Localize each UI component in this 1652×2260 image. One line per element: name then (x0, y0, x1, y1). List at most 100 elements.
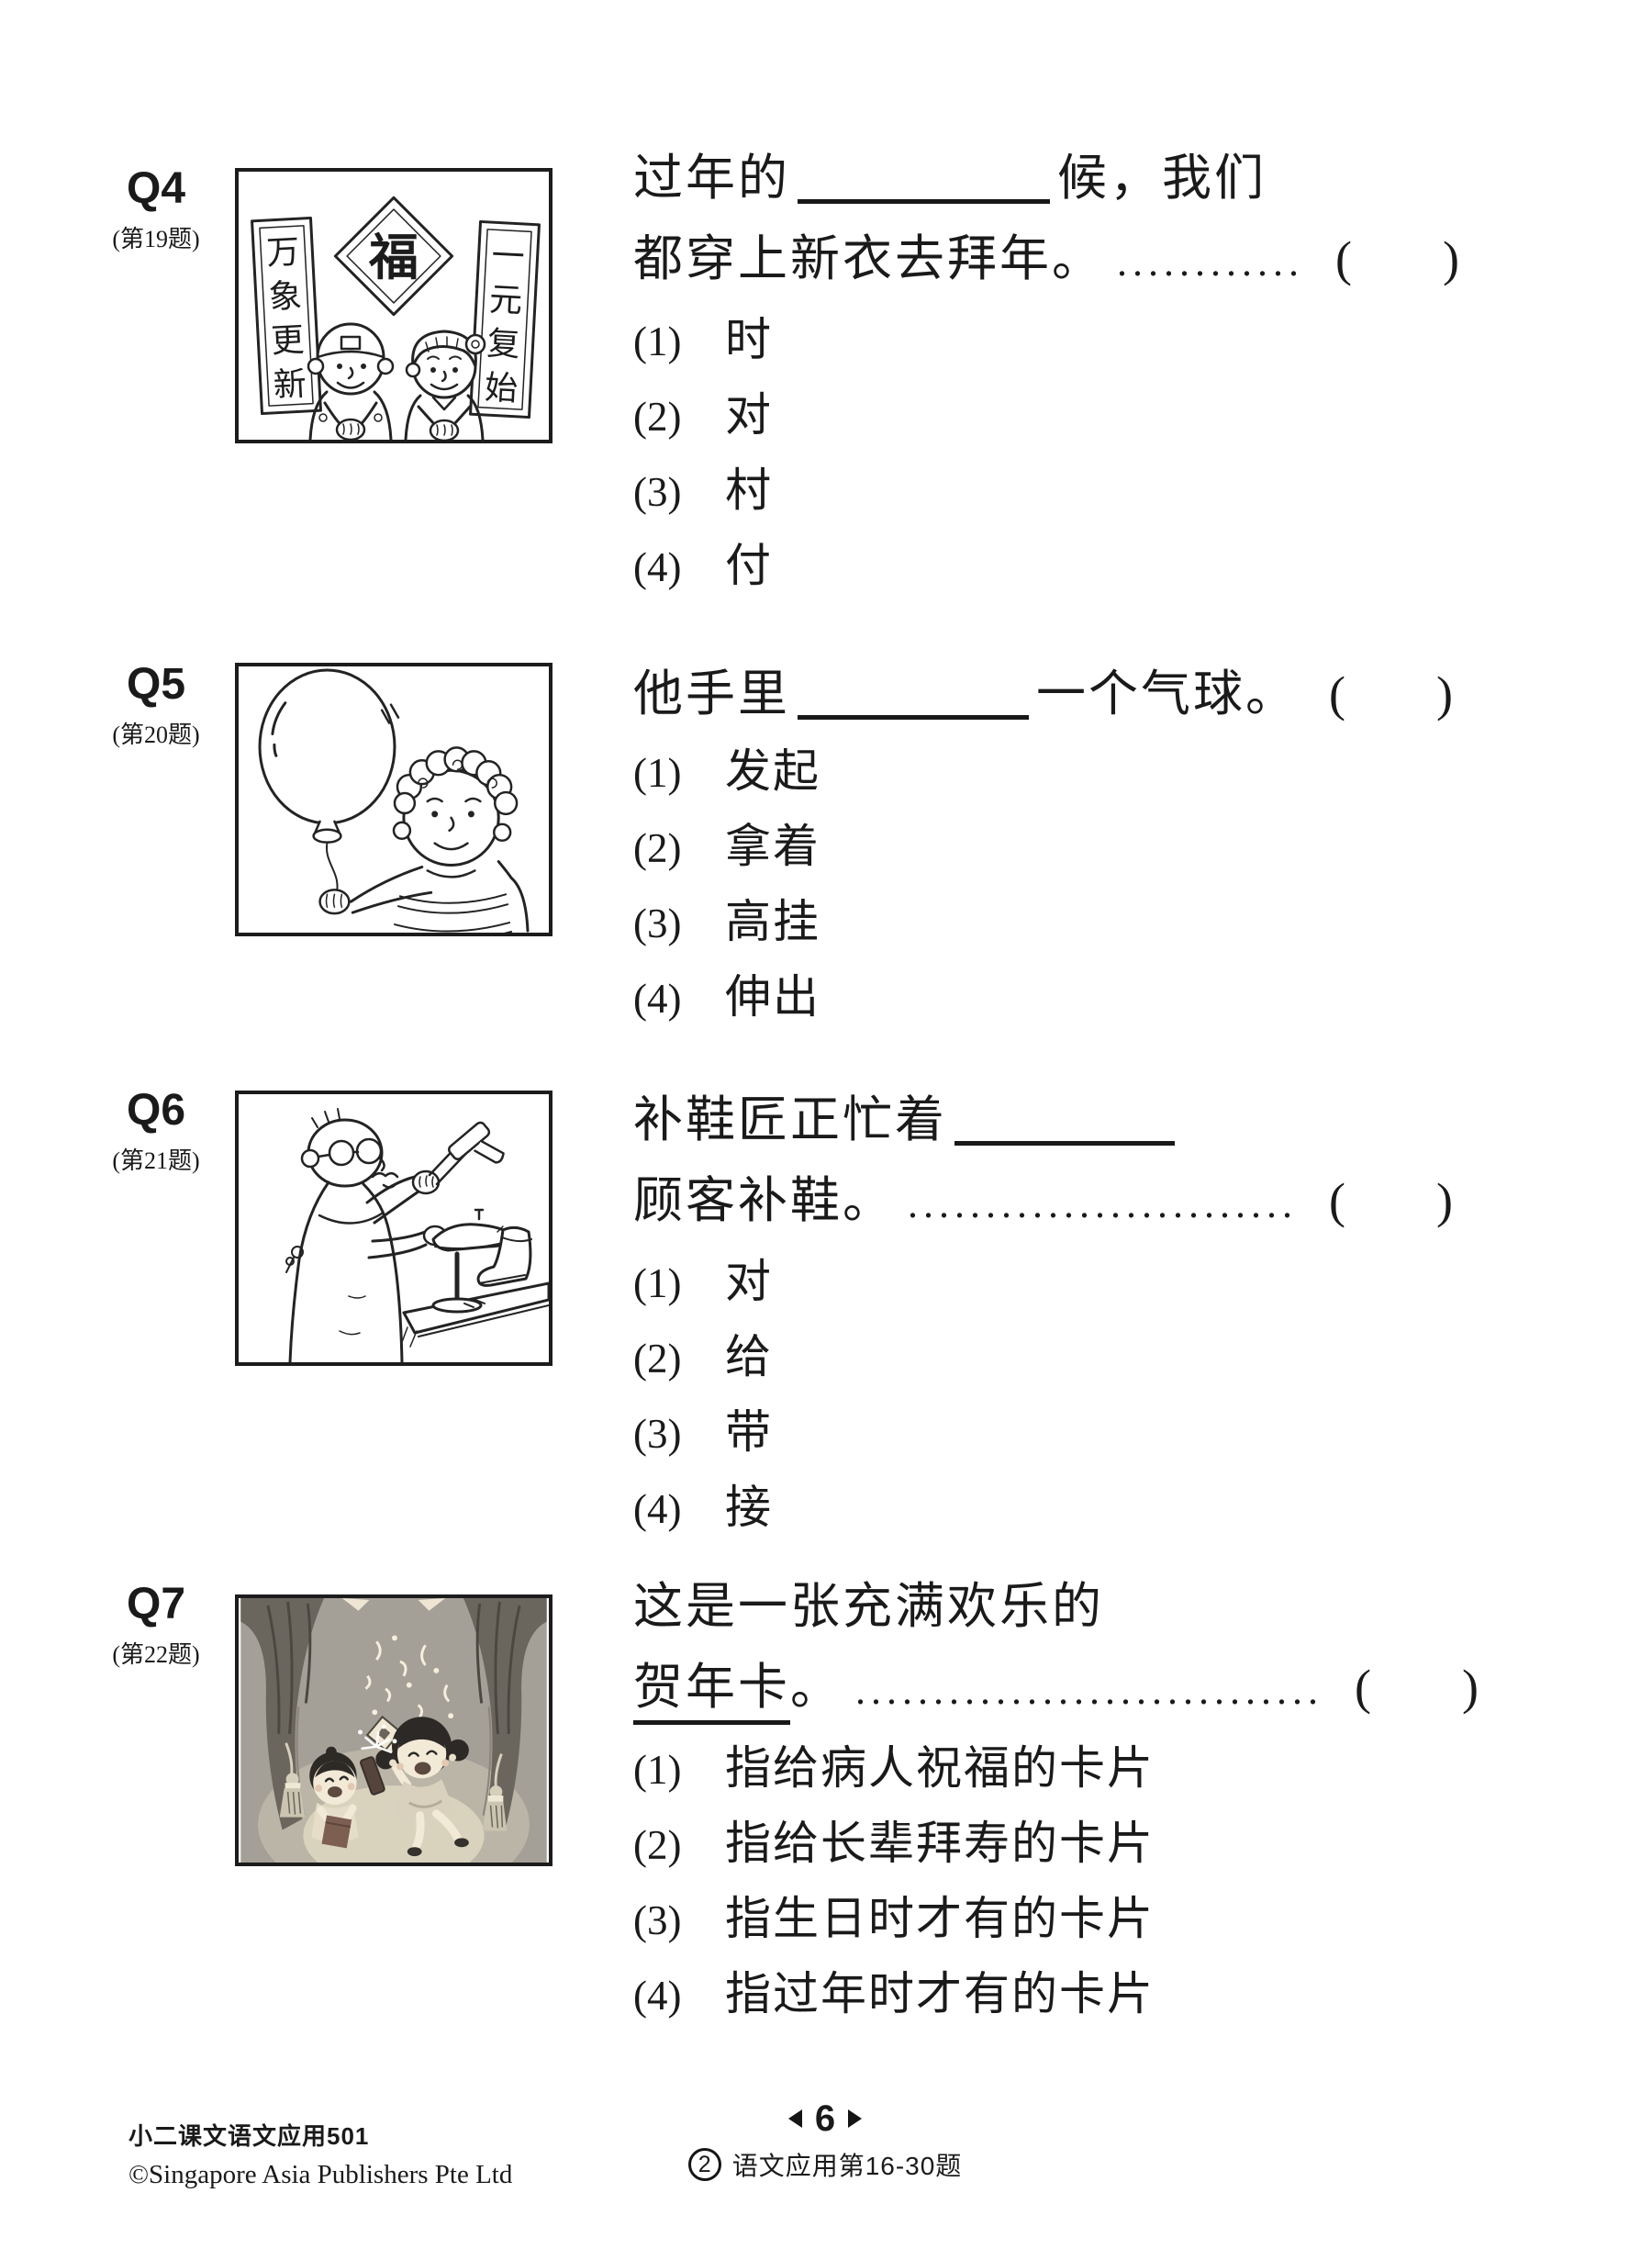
page-number: 6 (814, 2098, 836, 2139)
question-ref: (第19题) (112, 226, 200, 252)
blank-line (798, 199, 1050, 204)
option-number: (3) (633, 1897, 682, 1943)
option-row: (3)村 (633, 453, 1579, 529)
curtain-right (463, 1598, 547, 1830)
option-row: (2)指给长辈拜寿的卡片 (633, 1807, 1579, 1882)
svg-text:元: 元 (488, 281, 523, 319)
q7-content: 这是一张充满欢乐的 贺年卡。..........................… (633, 1566, 1579, 2032)
cobbler-picture (285, 1108, 549, 1362)
girl-figure (404, 330, 486, 440)
option-row: (2) 给 (633, 1320, 1579, 1395)
blank-line (798, 715, 1029, 720)
footer-center: 6 2 语文应用第16-30题 (683, 2100, 967, 2183)
option-row: (3) 带 (633, 1395, 1579, 1471)
option-row: (1) 发起 (633, 734, 1579, 810)
option-number: (1) (633, 1260, 682, 1306)
answer-paren-close: ) (1461, 1660, 1481, 1715)
option-number: (4) (633, 976, 682, 1022)
section-badge: 2 (687, 2148, 721, 2181)
option-number: (2) (633, 825, 682, 871)
curly-hair (393, 746, 519, 816)
option-text: 村 (725, 464, 773, 516)
svg-text:万: 万 (265, 233, 300, 272)
option-number: (4) (633, 1973, 682, 2019)
q4-stem-line2: 都穿上新衣去拜年。............() (633, 231, 1462, 286)
option-text: 指生日时才有的卡片 (725, 1893, 1155, 1944)
answer-paren-open: ( (1335, 231, 1355, 286)
greeting-card-picture (240, 1598, 547, 1863)
couplet-right-scroll (469, 219, 541, 420)
option-text: 付 (725, 540, 773, 591)
option-number: (4) (633, 1486, 682, 1532)
section-note: 语文应用第16-30题 (731, 2152, 963, 2180)
footer-copyright: ©Singapore Asia Publishers Pte Ltd (128, 2160, 513, 2189)
question-label-q4: Q4 (第19题) (90, 167, 222, 254)
confetti (364, 1635, 454, 1721)
svg-text:复: 复 (486, 325, 521, 364)
option-row: (4) 伸出 (633, 960, 1579, 1035)
option-text: 接 (725, 1482, 773, 1533)
q6-illustration (235, 1091, 553, 1366)
question-ref: (第21题) (112, 1147, 200, 1174)
fu-diamond (333, 196, 454, 317)
option-text: 指过年时才有的卡片 (725, 1968, 1155, 2019)
option-row: (4) 付 (633, 529, 1579, 604)
shoe-on-last (431, 1208, 514, 1314)
q6-content: 补鞋匠正忙着 顾客补鞋。.........................() … (633, 1080, 1579, 1546)
svg-text:象: 象 (268, 277, 303, 316)
question-id: Q5 (126, 660, 186, 709)
option-number: (3) (633, 1411, 682, 1457)
nails (463, 1299, 486, 1308)
boy-figure (309, 1746, 359, 1849)
option-number: (4) (633, 544, 682, 590)
option-text: 发起 (725, 745, 820, 797)
tassel-right (482, 1753, 508, 1831)
q5-illustration (235, 663, 553, 936)
question-label-q7: Q7 (第22题) (90, 1583, 222, 1670)
q7-stem-line1: 这是一张充满欢乐的 (633, 1579, 1104, 1634)
cobbler-figure (285, 1108, 448, 1362)
boy-figure (318, 746, 530, 933)
boy-with-balloon-picture (258, 668, 530, 933)
answer-paren-open: ( (1329, 1173, 1348, 1228)
question-ref: (第20题) (112, 722, 200, 748)
option-number: (2) (633, 1336, 682, 1382)
q7-illustration (235, 1594, 553, 1866)
option-text: 时 (725, 314, 773, 365)
answer-paren-close: ) (1442, 231, 1462, 286)
tassel-left (279, 1742, 306, 1818)
question-label-q5: Q5 (第20题) (90, 663, 222, 750)
option-text: 对 (725, 389, 773, 441)
dotted-leader: ......................... (908, 1181, 1298, 1226)
q5-stem-line1: 他手里一个气球。() (633, 666, 1456, 722)
answer-paren-close: ) (1435, 1173, 1456, 1228)
fu-character: 福 (368, 230, 419, 285)
option-text: 伸出 (725, 971, 820, 1023)
option-row: (3) 指生日时才有的卡片 (633, 1882, 1579, 1957)
balloon (258, 668, 400, 896)
question-id: Q7 (126, 1580, 186, 1628)
boot (476, 1225, 532, 1287)
page-number-row: 6 (683, 2100, 967, 2137)
option-number: (1) (633, 750, 682, 796)
option-text: 带 (725, 1406, 773, 1458)
q7-stem-line2: 贺年卡。..............................() (633, 1647, 1579, 1731)
answer-paren-open: ( (1329, 666, 1348, 722)
option-row: (1)时 (633, 303, 1579, 378)
option-number: (1) (633, 1747, 682, 1793)
option-row: (1)指给病人祝福的卡片 (633, 1731, 1579, 1807)
option-row: (4) 指过年时才有的卡片 (633, 1957, 1579, 2032)
dotted-leader: ............ (1117, 240, 1304, 285)
section-note-row: 2 语文应用第16-30题 (683, 2146, 967, 2183)
option-text: 高挂 (725, 896, 820, 947)
option-row: (3)高挂 (633, 885, 1579, 960)
couplet-left-scroll (251, 216, 322, 416)
option-text: 给 (725, 1331, 773, 1382)
question-ref: (第22题) (112, 1641, 200, 1668)
svg-text:更: 更 (270, 321, 305, 360)
option-number: (2) (633, 394, 682, 440)
question-label-q6: Q6 (第21题) (90, 1089, 222, 1176)
page-nav-right-icon (848, 2109, 863, 2128)
q6-stem-line2: 顾客补鞋。.........................() (633, 1173, 1456, 1228)
